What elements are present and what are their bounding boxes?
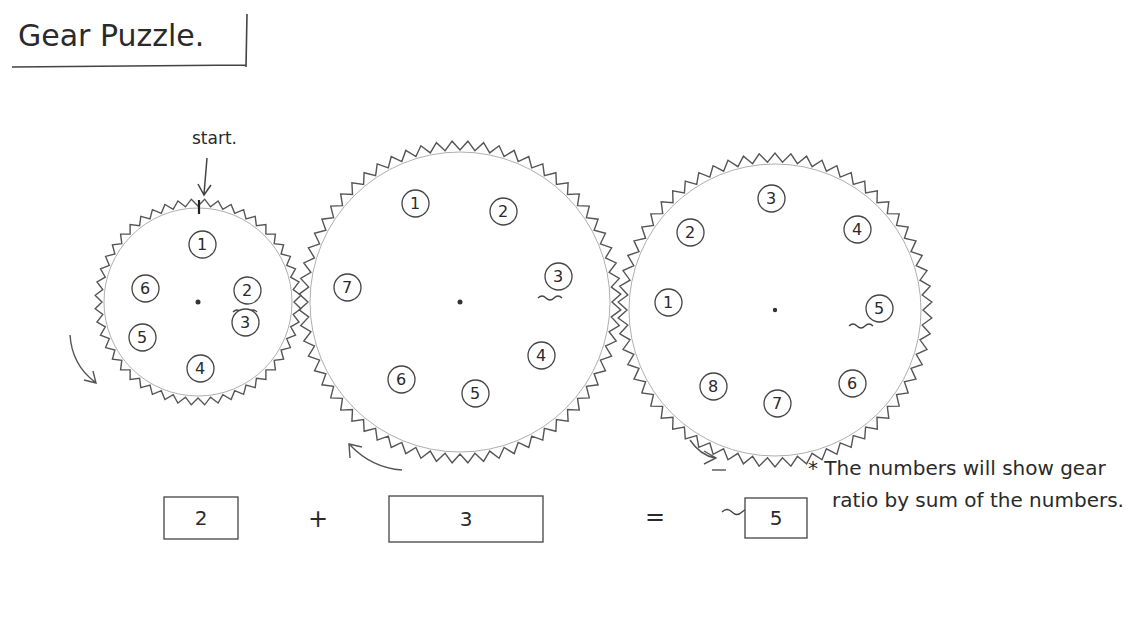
gear-number: 7 [342,278,352,297]
answer-number: 2 [195,506,208,530]
gear-number: 5 [874,299,884,318]
number-circle: 4 [527,341,556,370]
wavy-mark [849,324,873,328]
number-circle: 4 [186,354,215,383]
gear-number: 7 [772,394,782,413]
title-underline [12,14,247,67]
circle-shape [545,263,572,290]
number-circle: 2 [489,197,518,226]
operator-sign: + [308,505,328,533]
number-circle: 3 [544,262,573,291]
operator-sign: = [645,503,665,531]
circle-shape [758,185,785,212]
note-text: * The numbers will show gear ratio by su… [808,452,1128,516]
gear-number: 4 [195,359,205,378]
number-circle: 7 [333,273,362,302]
number-circle: 5 [461,379,490,408]
gear-number: 3 [553,267,563,286]
answer-box: 5 [744,497,808,539]
number-circle: 5 [128,323,157,352]
start-tick [198,200,200,214]
gear-rim [629,164,921,456]
number-circle: 5 [865,294,894,323]
gear-number: 8 [708,377,718,396]
gear-number: 1 [197,235,207,254]
circle-shape [490,198,517,225]
gear-outline [299,141,621,463]
title: Gear Puzzle. [18,18,204,53]
circle-shape [402,190,429,217]
answer-box: 2 [163,496,239,540]
number-circle: 6 [131,274,160,303]
gear-axle [458,300,463,305]
gear-number: 4 [536,346,546,365]
gear-rim [104,208,292,396]
answer-box: 3 [388,495,544,543]
circle-shape [866,295,893,322]
number-circle: 1 [654,288,683,317]
gear-number: 5 [470,384,480,403]
wavy-mark [538,296,562,300]
start-arrow [198,158,211,195]
circle-shape [839,370,866,397]
circle-shape [232,309,259,336]
gear-number: 6 [396,370,406,389]
gear-number: 4 [852,220,862,239]
gear-outline [618,153,932,467]
gear-rim [310,152,610,452]
number-circle: 2 [676,218,705,247]
circle-shape [334,274,361,301]
rotation-arrow [70,335,96,383]
gear-axle [196,300,201,305]
gear-number: 6 [847,374,857,393]
number-circle: 8 [699,372,728,401]
circle-shape [462,380,489,407]
number-circle: 4 [843,215,872,244]
answer-number: 5 [770,506,783,530]
box-shape [164,497,238,539]
number-circle: 7 [763,389,792,418]
gear-number: 1 [663,293,673,312]
circle-shape [189,231,216,258]
circle-shape [764,390,791,417]
gear-outline [95,199,301,405]
dash-mark [712,469,726,470]
answer-number: 3 [460,507,473,531]
gear-number: 6 [140,279,150,298]
number-circle: 2 [233,276,262,305]
circle-shape [187,355,214,382]
start-label: start. [192,128,237,148]
circle-shape [234,277,261,304]
circle-shape [129,324,156,351]
gear-number: 2 [498,202,508,221]
circle-shape [132,275,159,302]
number-circle: 6 [387,365,416,394]
gear-number: 2 [685,223,695,242]
number-circle: 6 [838,369,867,398]
circle-shape [655,289,682,316]
gear-number: 3 [766,189,776,208]
gear-number: 1 [410,194,420,213]
number-circle: 1 [188,230,217,259]
circle-shape [677,219,704,246]
rotation-arrow [349,444,402,470]
number-circle: 3 [231,308,260,337]
rotation-arrow [690,440,716,464]
circle-shape [700,373,727,400]
gear-number: 2 [242,281,252,300]
circle-shape [388,366,415,393]
circle-shape [528,342,555,369]
gear-axle [773,308,777,312]
box-shape [745,498,807,538]
gear-number: 3 [240,313,250,332]
gear-number: 5 [137,328,147,347]
number-circle: 3 [757,184,786,213]
number-circle: 1 [401,189,430,218]
circle-shape [844,216,871,243]
box-shape [389,496,543,542]
